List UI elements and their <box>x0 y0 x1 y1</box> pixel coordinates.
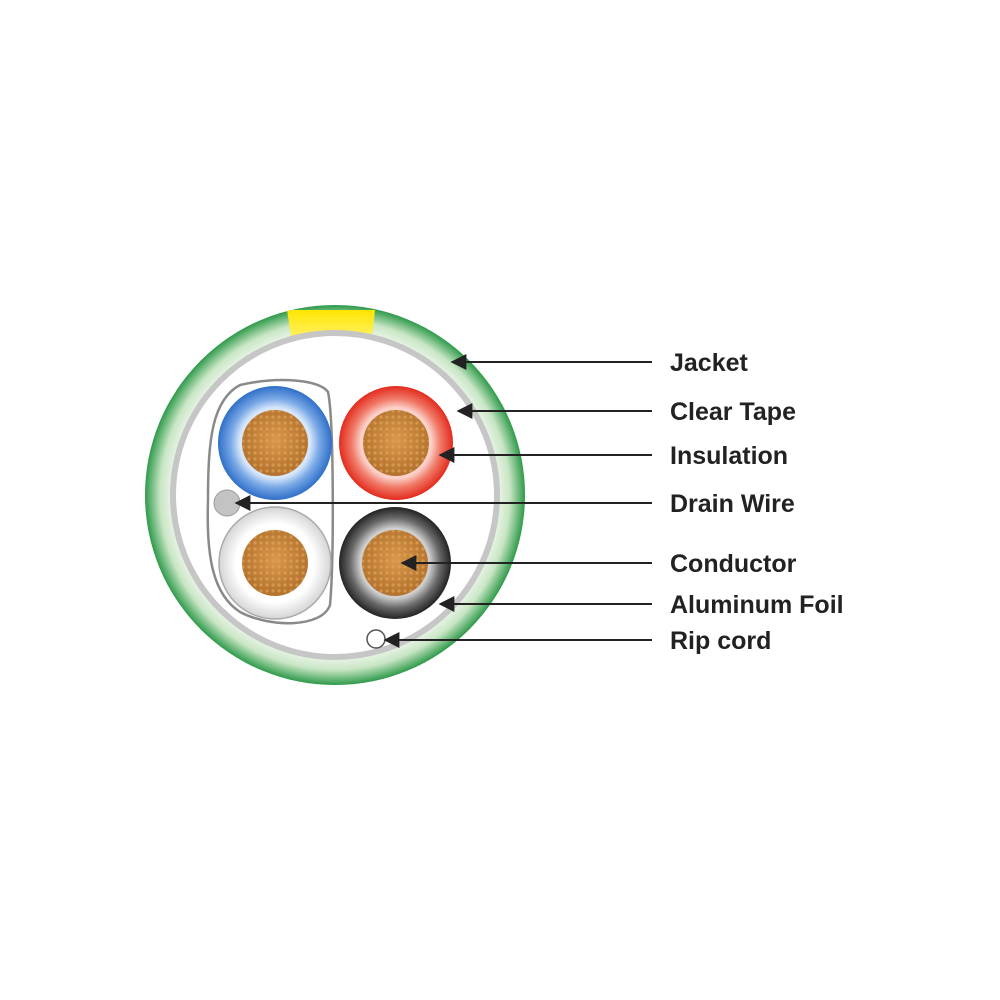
label-clear-tape: Clear Tape <box>670 398 796 426</box>
conductor-white-strands <box>242 530 308 596</box>
label-aluminum-foil: Aluminum Foil <box>670 591 844 619</box>
label-conductor: Conductor <box>670 550 797 578</box>
aluminum-foil-wrap <box>206 378 335 625</box>
conductor-black-strands <box>362 530 428 596</box>
conductor-blue-strands <box>242 410 308 476</box>
rip-cord <box>366 629 386 649</box>
conductor-red-strands <box>363 410 429 476</box>
label-rip-cord: Rip cord <box>670 627 771 655</box>
label-drain-wire: Drain Wire <box>670 490 795 518</box>
label-insulation: Insulation <box>670 442 788 470</box>
callout-arrows <box>234 354 652 648</box>
label-jacket: Jacket <box>670 349 749 377</box>
